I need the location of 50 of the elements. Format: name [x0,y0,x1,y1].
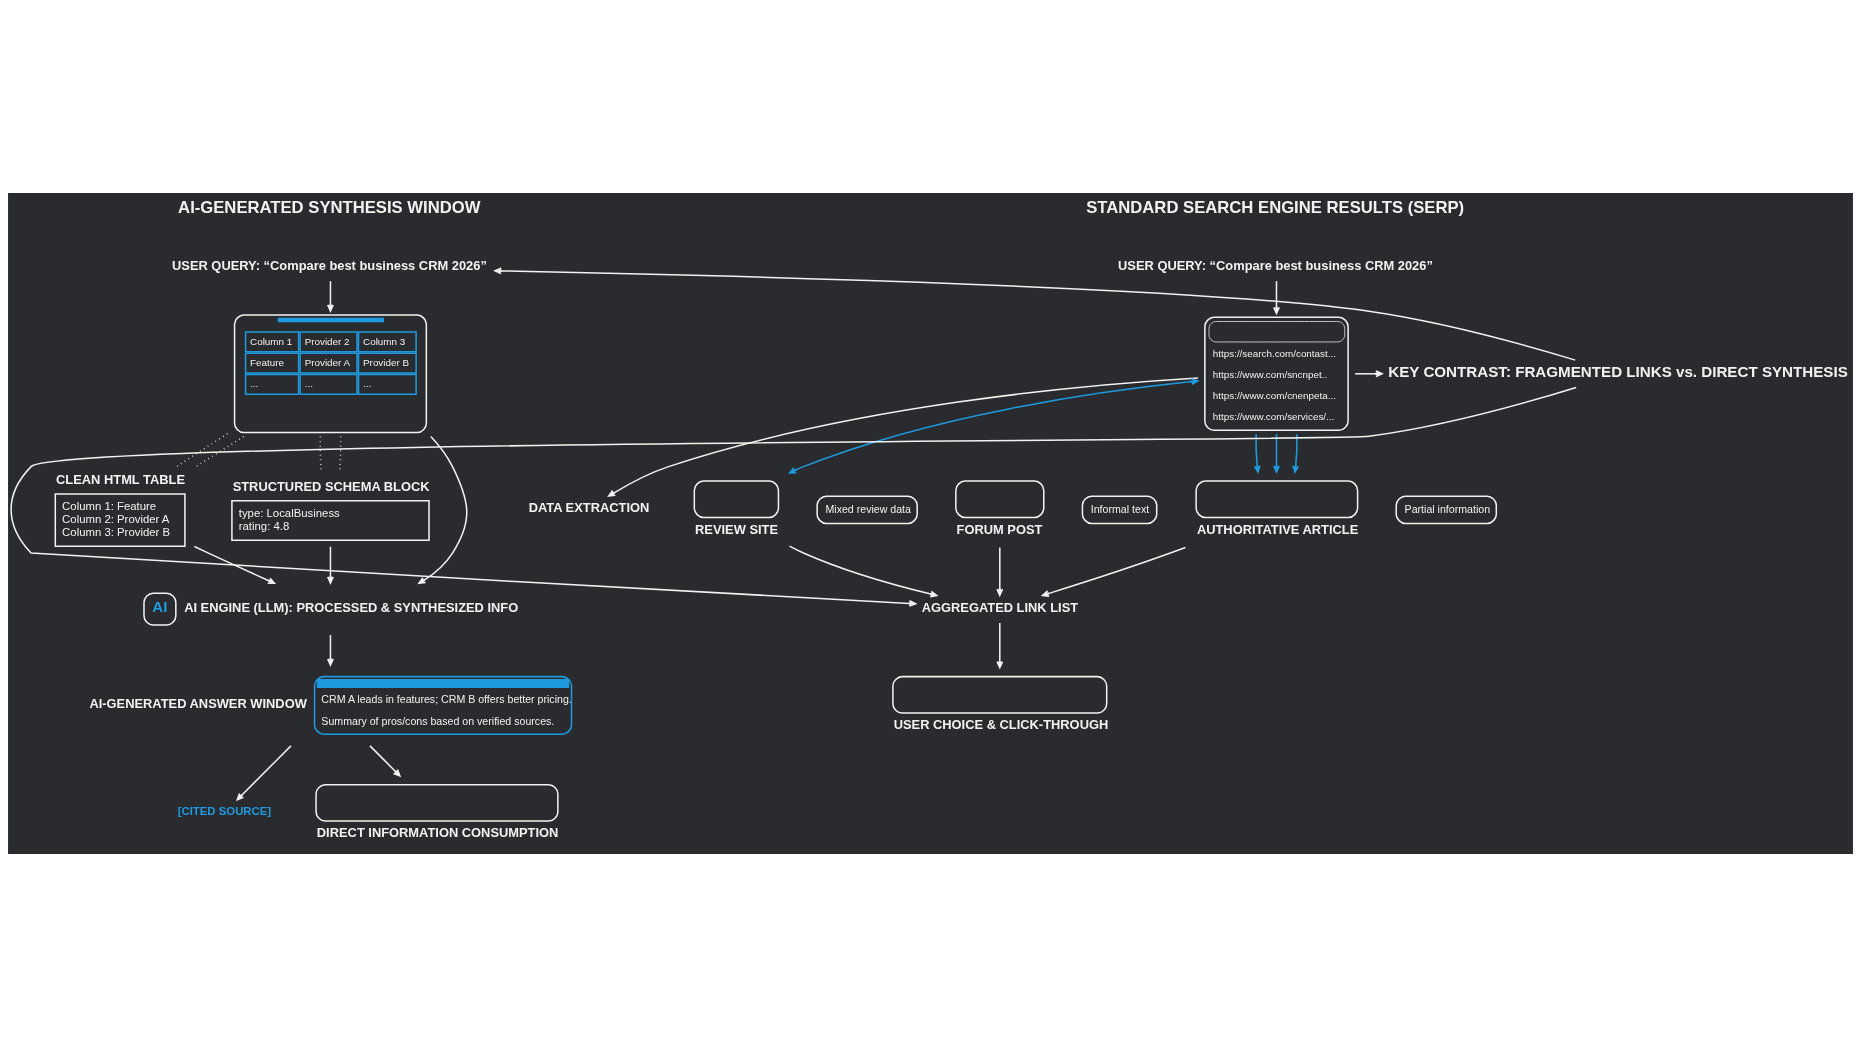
node-text: USER QUERY: “Compare best business CRM 2026” [172,257,487,273]
node-box [1195,480,1359,519]
arrow [1273,433,1280,473]
node-box: Partial information [1395,495,1498,525]
arrow [788,378,1199,474]
arrow [327,280,334,312]
node-text: [CITED SOURCE] [177,805,272,818]
node-label: AI ENGINE (LLM): PROCESSED & SYNTHESIZED INFO [184,599,519,615]
arrow [369,745,401,777]
node-text: AGGREGATED LINK LIST [921,599,1079,615]
node-text: USER QUERY: “Compare best business CRM 2026” [1118,257,1433,273]
connector [193,435,245,469]
node-text: DATA EXTRACTION [528,500,650,516]
node-text: KEY CONTRAST: FRAGMENTED LINKS vs. DIRECT SYNTHESIS [1388,362,1848,380]
arrow [996,622,1004,669]
node-box [315,783,559,822]
arrow [1292,433,1300,473]
label: AI-GENERATED SYNTHESIS WINDOW [178,198,481,218]
arrow [327,546,334,584]
arrow [996,546,1004,597]
node-box: Column 1: Feature Column 2: Provider A Column 3: Provider B [54,493,186,547]
node-label: AI-GENERATED ANSWER WINDOW [89,695,307,711]
connector [175,433,229,468]
node-label: DIRECT INFORMATION CONSUMPTION [316,825,559,841]
node-box [693,480,780,519]
node-label: USER CHOICE & CLICK-THROUGH [893,717,1109,733]
node-box [892,675,1108,714]
node-label: CLEAN HTML TABLE [56,471,186,487]
arrow [1041,546,1187,597]
node-box: type: LocalBusiness rating: 4.8 [231,500,430,541]
node-box: AI [143,592,177,626]
arrow [236,745,292,801]
arrow [10,386,1577,607]
arrow [418,435,468,585]
arrow [788,545,938,598]
node-box: Mixed review data [816,495,918,525]
arrow [1354,370,1383,378]
node-label: AUTHORITATIVE ARTICLE [1196,521,1359,537]
node-box [955,480,1045,519]
arrow [607,377,1199,497]
arrow [1273,280,1280,315]
arrow [193,545,276,585]
label: STANDARD SEARCH ENGINE RESULTS (SERP) [1086,198,1465,218]
arrow [1253,433,1261,473]
node-box: Informal text [1081,495,1158,525]
arrow [494,267,1577,361]
arrow [327,634,334,666]
node-label: REVIEW SITE [695,521,779,537]
node-label: FORUM POST [956,521,1043,537]
node-label: STRUCTURED SCHEMA BLOCK [232,478,430,494]
